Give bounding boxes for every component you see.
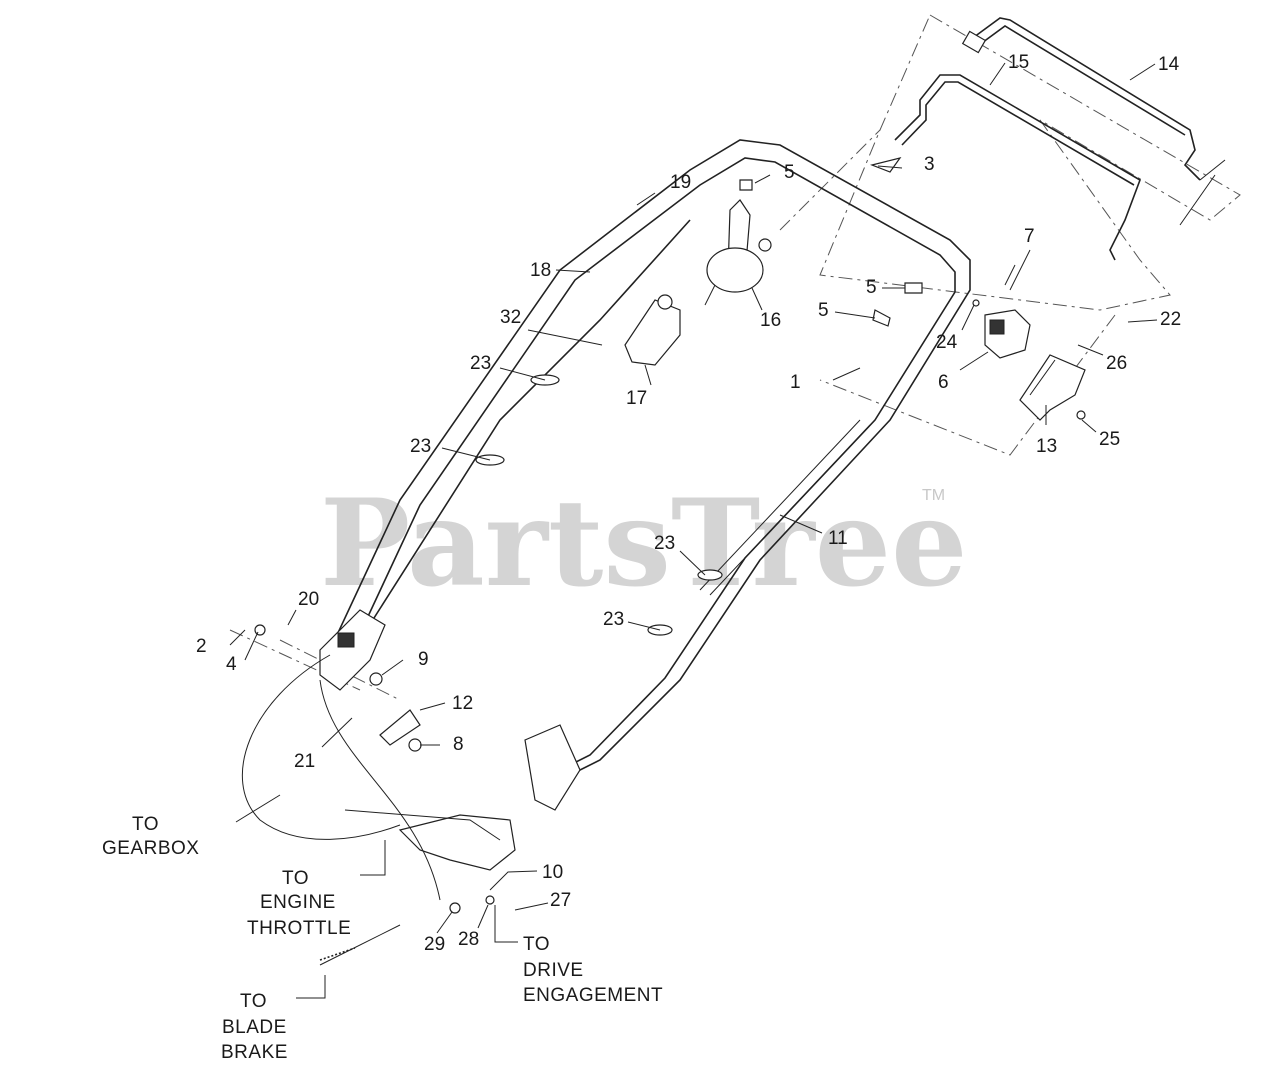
callout-28: 28 (458, 929, 479, 950)
callout-12: 12 (452, 693, 473, 714)
callout-27: 27 (550, 890, 571, 911)
callout-23a: 23 (470, 353, 491, 374)
bracket-part-17 (624, 294, 681, 366)
callout-4: 4 (226, 654, 237, 675)
callout-1: 1 (790, 372, 801, 393)
note-brake-line-1: TO (240, 991, 267, 1012)
callout-29: 29 (424, 934, 445, 955)
watermark-text: PartsTree (320, 473, 967, 614)
callout-16: 16 (760, 310, 781, 331)
note-throttle-line-3: THROTTLE (247, 918, 351, 939)
control-bracket-part-10 (398, 724, 581, 871)
note-throttle-line-1: TO (282, 868, 309, 889)
callout-13: 13 (1036, 436, 1057, 457)
callout-8: 8 (453, 734, 464, 755)
callout-6: 6 (938, 372, 949, 393)
note-drive-line-2: DRIVE (523, 960, 584, 981)
callout-23c: 23 (654, 533, 675, 554)
callout-9: 9 (418, 649, 429, 670)
callout-10: 10 (542, 862, 563, 883)
callout-20: 20 (298, 589, 319, 610)
callout-14: 14 (1158, 54, 1180, 75)
note-brake-line-2: BLADE (222, 1017, 287, 1038)
hardware (254, 157, 1086, 914)
upper-handle-part-14 (961, 17, 1226, 226)
note-drive-line-1: TO (523, 934, 550, 955)
callout-15: 15 (1008, 52, 1029, 73)
callout-32: 32 (500, 307, 521, 328)
callout-22: 22 (1160, 309, 1181, 330)
callouts: 1 2 3 4 5 5 5 6 7 8 9 10 11 12 13 14 15 … (196, 52, 1181, 955)
callout-5b: 5 (866, 277, 877, 298)
callout-11: 11 (828, 528, 848, 549)
lower-bracket-part-12 (319, 609, 421, 746)
callout-21: 21 (294, 751, 315, 772)
callout-26: 26 (1106, 353, 1127, 374)
callout-3: 3 (924, 154, 935, 175)
note-gearbox-line-2: GEARBOX (102, 838, 199, 859)
note-brake-line-3: BRAKE (221, 1042, 288, 1063)
routing-notes: TO GEARBOX TO ENGINE THROTTLE TO DRIVE E… (102, 814, 663, 1063)
callout-17: 17 (626, 388, 647, 409)
callout-18: 18 (530, 260, 551, 281)
note-drive-line-3: ENGAGEMENT (523, 985, 663, 1006)
switch-part-6 (984, 309, 1031, 359)
leader-lines (229, 62, 1158, 999)
callout-19: 19 (670, 172, 691, 193)
callout-24: 24 (936, 332, 958, 353)
callout-23b: 23 (410, 436, 431, 457)
bracket-part-13 (1019, 354, 1086, 421)
note-gearbox-line-1: TO (132, 814, 159, 835)
callout-25: 25 (1099, 429, 1120, 450)
main-handle-part-11 (329, 139, 971, 791)
note-throttle-line-2: ENGINE (260, 892, 336, 913)
callout-5a: 5 (784, 162, 795, 183)
control-cables (241, 654, 501, 966)
callout-5c: 5 (818, 300, 829, 321)
callout-23d: 23 (603, 609, 624, 630)
bail-bar-part-15 (894, 74, 1141, 261)
watermark-trademark: TM (922, 487, 945, 504)
callout-2: 2 (196, 636, 207, 657)
callout-7: 7 (1024, 226, 1035, 247)
throttle-lever-part-16 (704, 199, 772, 306)
